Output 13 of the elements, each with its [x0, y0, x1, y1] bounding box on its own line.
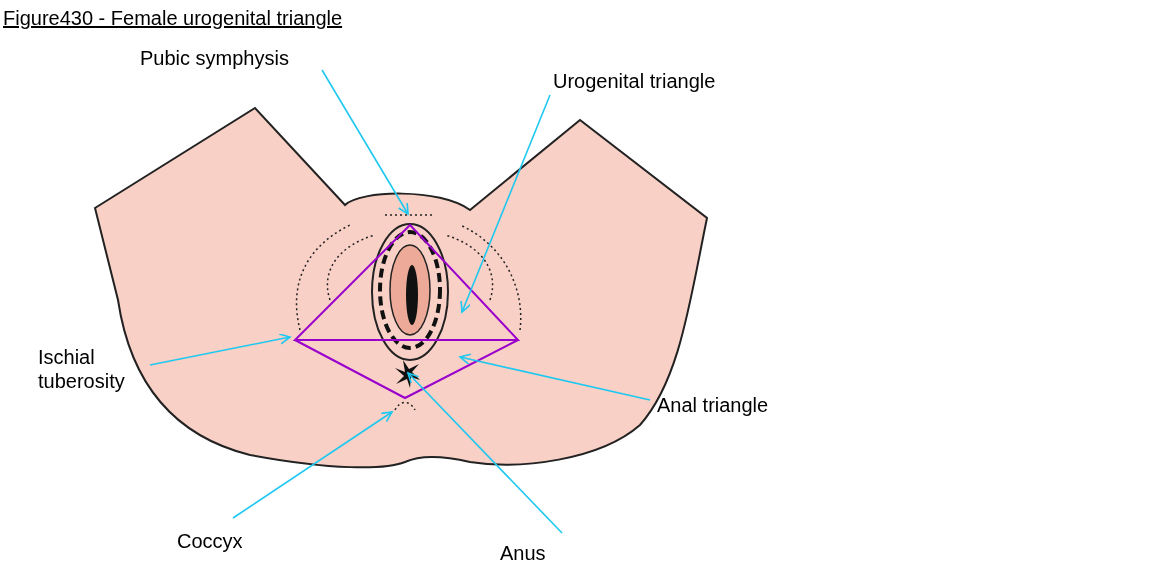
leader-line [407, 372, 563, 534]
part-label: Coccyx [177, 529, 267, 553]
part-label: Urogenital triangle [553, 69, 753, 93]
part-label: Pubic symphysis [140, 46, 330, 70]
figure-title: Figure430 - Female urogenital triangle [3, 6, 343, 30]
part-label: Anal triangle [657, 393, 797, 417]
part-label: Ischial tuberosity [38, 345, 148, 393]
leader-line [149, 333, 291, 366]
part-label: Anus [500, 541, 570, 565]
leader-line [321, 69, 409, 215]
leader-line [459, 353, 651, 401]
leader-line [232, 411, 393, 519]
leader-line [460, 94, 551, 313]
